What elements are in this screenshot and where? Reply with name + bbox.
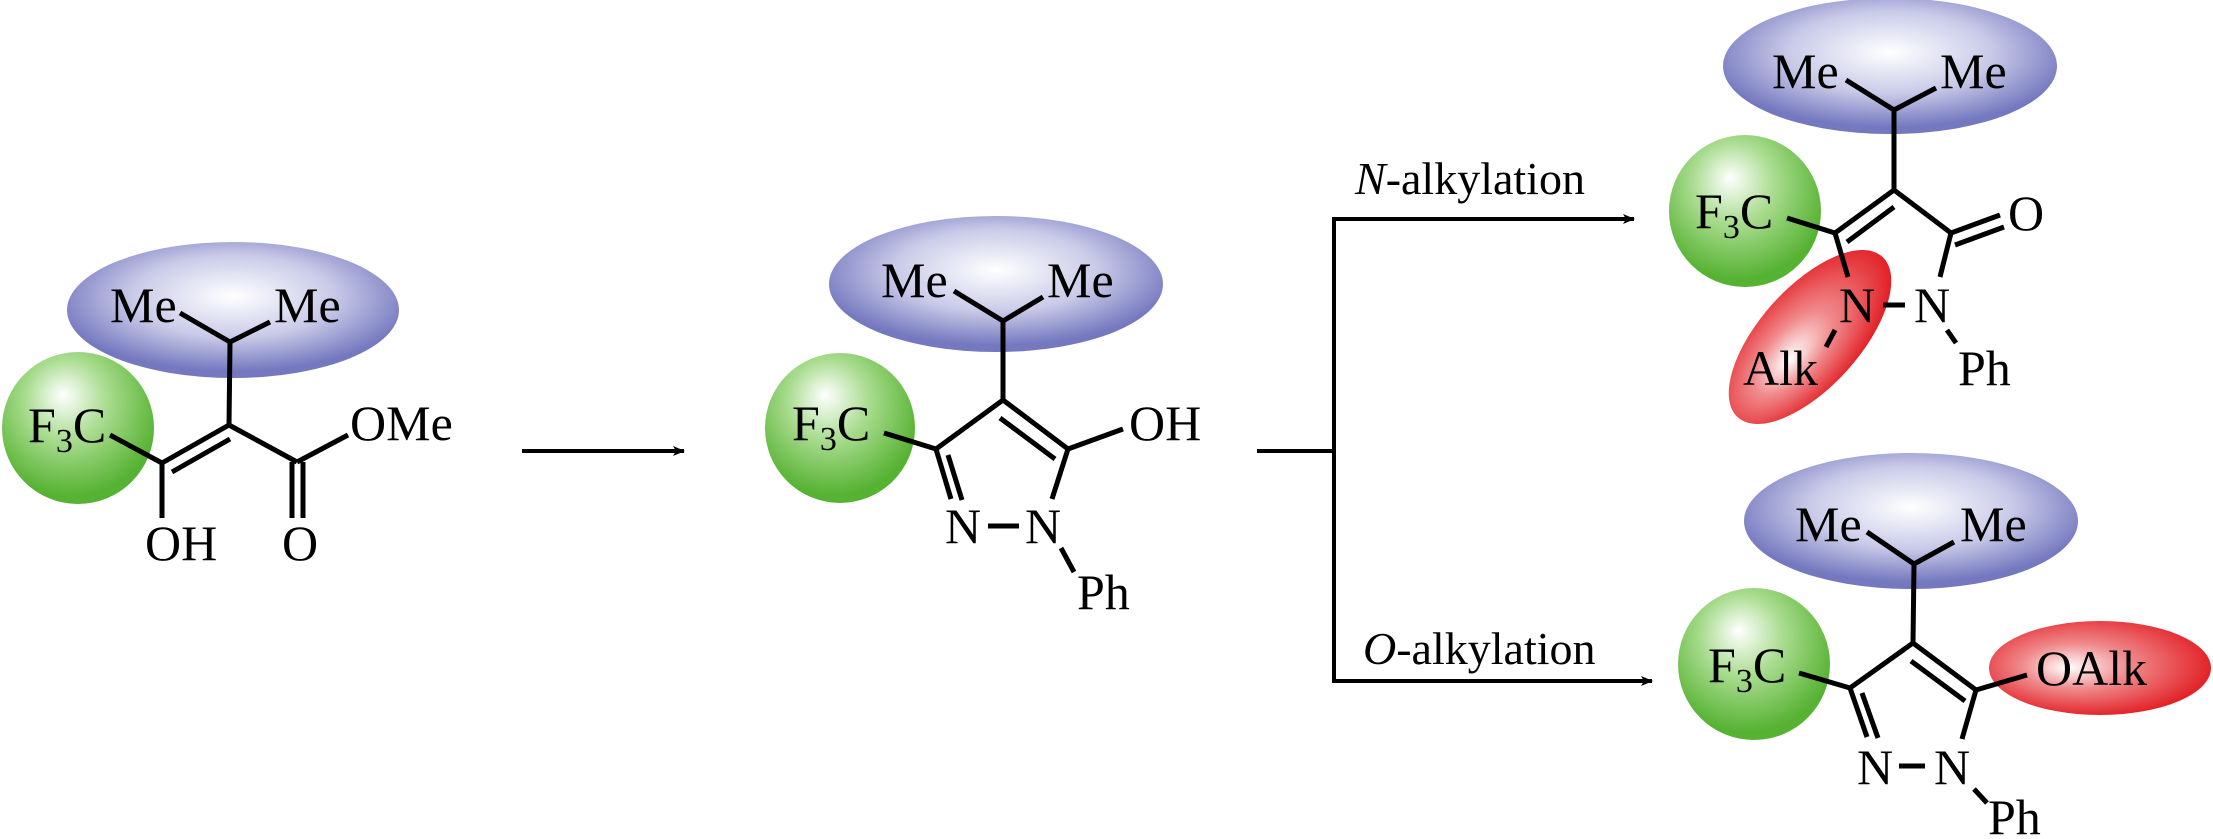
cf3-highlight	[1678, 588, 1830, 740]
isopropyl-highlight	[1723, 0, 2057, 134]
alkoxy-label: OAlk	[2036, 640, 2147, 696]
phenyl-label: Ph	[1958, 340, 2011, 396]
methyl-left-label: Me	[1795, 496, 1862, 552]
methyl-left-label: Me	[881, 252, 948, 308]
carbonyl-oxygen-label: O	[2008, 185, 2044, 241]
pyrazolol-intermediate: Me Me F3C OH N N Ph	[765, 216, 1201, 620]
methoxy-label: OMe	[350, 395, 453, 451]
cf3-highlight	[765, 353, 915, 503]
n-alkylation-product: Me Me F3C O N N Alk Ph	[1669, 0, 2057, 424]
phenyl-label: Ph	[1077, 564, 1130, 620]
cf3-label: F3C	[28, 397, 106, 460]
cf3-highlight	[1669, 135, 1821, 287]
isopropyl-highlight	[1744, 453, 2078, 589]
alkyl-label: Alk	[1743, 340, 1818, 396]
isopropyl-highlight	[67, 242, 399, 378]
methyl-right-label: Me	[1960, 496, 2027, 552]
hydroxyl-label: OH	[145, 515, 217, 571]
carbonyl-oxygen-label: O	[282, 515, 318, 571]
starting-material: Me Me F3C OH O OMe	[2, 242, 453, 571]
branch-arrows: N-alkylation O-alkylation	[1257, 153, 1653, 686]
bonds	[1786, 77, 2005, 349]
methyl-left-label: Me	[1772, 43, 1839, 99]
cf3-highlight	[2, 352, 154, 504]
hydroxyl-label: OH	[1129, 395, 1201, 451]
o-alkylation-product: Me Me F3C OAlk N N Ph	[1678, 453, 2211, 839]
nitrogen-1-label: N	[1934, 739, 1970, 795]
methyl-right-label: Me	[274, 277, 341, 333]
o-alkylation-label: O-alkylation	[1363, 623, 1596, 674]
bonds	[108, 310, 350, 518]
methyl-left-label: Me	[110, 277, 177, 333]
phenyl-label: Ph	[1988, 789, 2041, 839]
nitrogen-2-label: N	[1839, 277, 1875, 333]
cf3-label: F3C	[1695, 183, 1773, 246]
cf3-label: F3C	[792, 395, 870, 458]
nitrogen-2-label: N	[945, 498, 981, 554]
n-alkylation-label: N-alkylation	[1354, 153, 1585, 204]
cf3-label: F3C	[1708, 637, 1786, 700]
nitrogen-1-label: N	[1025, 498, 1061, 554]
methyl-right-label: Me	[1047, 252, 1114, 308]
bonds	[1798, 529, 2028, 805]
alkoxy-highlight	[1989, 621, 2211, 715]
alkyl-highlight	[1728, 250, 1892, 424]
nitrogen-2-label: N	[1857, 739, 1893, 795]
bonds	[883, 288, 1124, 574]
methyl-right-label: Me	[1940, 43, 2007, 99]
nitrogen-1-label: N	[1914, 277, 1950, 333]
isopropyl-highlight	[829, 216, 1163, 352]
